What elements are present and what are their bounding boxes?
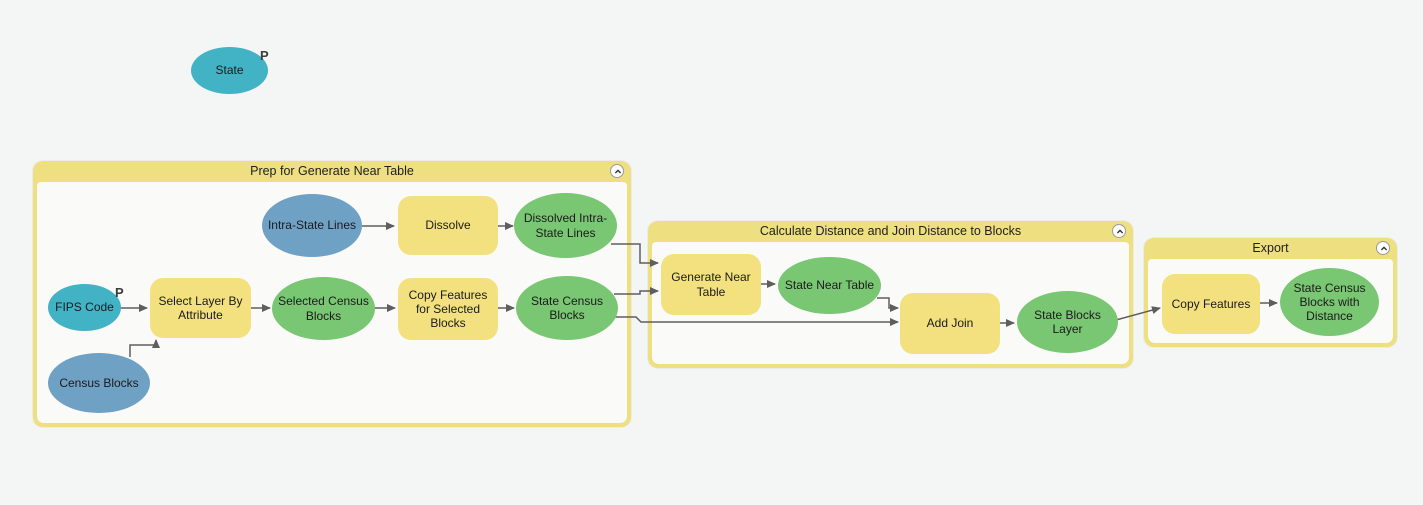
node-intra-state-lines[interactable]: Intra-State Lines [262, 194, 362, 257]
node-label: Intra-State Lines [267, 218, 357, 233]
node-label: Selected Census Blocks [278, 294, 369, 323]
node-label: State Near Table [784, 278, 875, 293]
node-label: Select Layer By Attribute [158, 293, 243, 322]
node-label: Copy Features for Selected Blocks [408, 287, 488, 331]
group-header: Prep for Generate Near Table [33, 161, 631, 182]
node-label: Dissolved Intra-State Lines [523, 211, 608, 240]
collapse-group-icon[interactable] [1112, 224, 1126, 238]
node-generate-near-table-tool[interactable]: Generate Near Table [661, 254, 761, 315]
node-copy-features-tool[interactable]: Copy Features [1162, 274, 1260, 334]
node-label: Census Blocks [59, 375, 139, 390]
node-fips-code-parameter[interactable]: FIPS Code [48, 284, 121, 331]
node-label: State [215, 63, 244, 78]
connector-state-census-blocks-to-generate-near-table[interactable] [614, 287, 659, 295]
connector-census-blocks-to-select-layer-by-attribute[interactable] [129, 339, 160, 357]
node-state-blocks-layer[interactable]: State Blocks Layer [1017, 291, 1118, 353]
node-label: State Census Blocks [530, 293, 604, 322]
node-census-blocks[interactable]: Census Blocks [48, 353, 150, 413]
node-label: Dissolve [425, 218, 471, 233]
node-label: Add Join [926, 316, 974, 331]
node-dissolve-tool[interactable]: Dissolve [398, 196, 498, 255]
parameter-badge: P [260, 48, 269, 63]
node-state-census-blocks[interactable]: State Census Blocks [516, 276, 618, 340]
group-title: Export [1252, 241, 1289, 255]
node-selected-census-blocks[interactable]: Selected Census Blocks [272, 277, 375, 340]
connector-state-census-blocks-to-add-join[interactable] [612, 316, 899, 326]
node-add-join-tool[interactable]: Add Join [900, 293, 1000, 354]
node-label: Generate Near Table [671, 270, 751, 299]
connector-state-near-table-to-add-join[interactable] [877, 297, 899, 312]
connector-dissolved-intra-state-lines-to-generate-near-table[interactable] [611, 243, 659, 267]
connector-state-blocks-layer-to-copy-features[interactable] [1115, 306, 1161, 321]
group-header: Calculate Distance and Join Distance to … [648, 221, 1133, 242]
node-state-parameter[interactable]: State [191, 47, 268, 94]
collapse-group-icon[interactable] [610, 164, 624, 178]
node-state-near-table[interactable]: State Near Table [778, 257, 881, 314]
node-label: Copy Features [1171, 296, 1251, 311]
node-label: State Blocks Layer [1034, 307, 1101, 336]
node-copy-features-for-selected-blocks-tool[interactable]: Copy Features for Selected Blocks [398, 278, 498, 340]
group-title: Calculate Distance and Join Distance to … [759, 224, 1022, 238]
group-header: Export [1144, 238, 1397, 259]
parameter-badge: P [115, 285, 124, 300]
node-dissolved-intra-state-lines[interactable]: Dissolved Intra-State Lines [514, 193, 617, 258]
collapse-group-icon[interactable] [1376, 241, 1390, 255]
group-title: Prep for Generate Near Table [250, 164, 414, 178]
node-label: State Census Blocks with Distance [1293, 280, 1366, 324]
node-label: FIPS Code [55, 300, 114, 315]
node-state-census-blocks-with-distance[interactable]: State Census Blocks with Distance [1280, 268, 1379, 336]
node-select-layer-by-attribute-tool[interactable]: Select Layer By Attribute [150, 278, 251, 338]
